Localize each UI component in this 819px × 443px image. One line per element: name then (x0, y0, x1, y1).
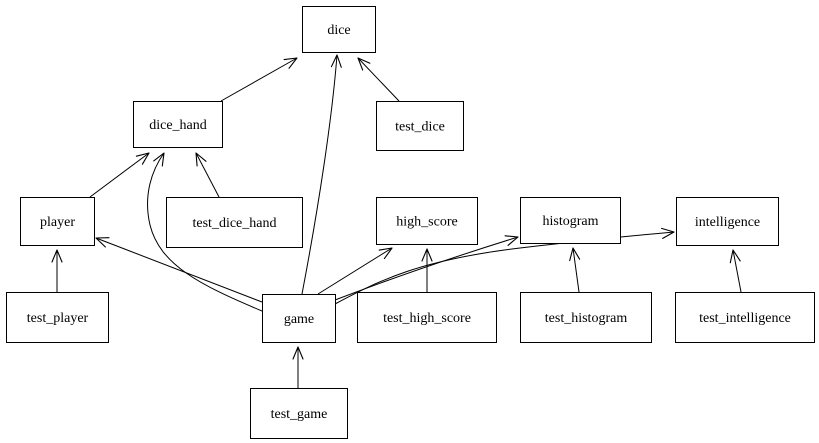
node-label: intelligence (695, 215, 760, 230)
node-test-player: test_player (6, 292, 109, 343)
node-box (262, 294, 336, 343)
node-box (676, 197, 779, 246)
edge-game-to-histogram (334, 235, 519, 301)
edge-test_game-to-game (292, 346, 304, 388)
node-label: game (284, 312, 314, 327)
node-box (376, 197, 478, 245)
node-label: high_score (396, 215, 457, 230)
node-intelligence: intelligence (676, 197, 779, 246)
arrow-head-icon (135, 152, 150, 165)
arrow-head-icon (729, 249, 741, 264)
edge-line (317, 247, 393, 295)
node-box (133, 101, 223, 148)
node-test-game: test_game (250, 388, 348, 439)
node-box (675, 292, 815, 343)
node-label: test_histogram (545, 311, 628, 326)
edge-test_dice_hand-to-dice_hand (195, 152, 220, 198)
node-box (166, 197, 303, 248)
node-label: test_player (27, 311, 89, 326)
node-box (20, 197, 95, 246)
edge-line (220, 57, 298, 102)
arrow-head-icon (421, 248, 433, 262)
node-box (6, 292, 109, 343)
edge-game-to-player (95, 237, 263, 303)
edge-game-to-high_score (317, 247, 393, 295)
edge-player-to-dice_hand (89, 152, 150, 198)
arrow-head-icon (283, 57, 298, 69)
edge-test_intelligence-to-intelligence (729, 249, 742, 293)
node-box (376, 101, 464, 151)
node-dice-hand: dice_hand (133, 101, 223, 148)
edge-line (334, 231, 675, 305)
edge-line (572, 247, 580, 293)
arrow-head-icon (330, 54, 342, 68)
edge-line (301, 54, 338, 295)
node-box (520, 292, 652, 343)
edge-game-to-dice_hand (147, 152, 263, 312)
node-label: test_dice (395, 120, 445, 135)
node-test-intelligence: test_intelligence (675, 292, 815, 343)
node-box (357, 292, 497, 343)
node-label: dice (327, 23, 350, 38)
edge-line (147, 152, 263, 312)
arrow-head-icon (195, 152, 207, 167)
node-label: histogram (543, 214, 599, 229)
node-test-high-score: test_high_score (357, 292, 497, 343)
arrow-head-icon (378, 247, 393, 260)
arrow-head-icon (153, 152, 165, 167)
edge-line (357, 57, 400, 102)
edge-line (195, 152, 220, 198)
arrow-head-icon (660, 227, 675, 239)
arrow-head-icon (569, 247, 581, 262)
node-game: game (262, 294, 336, 343)
node-dice: dice (302, 6, 376, 53)
edge-test_high_score-to-high_score (421, 248, 433, 292)
node-label: test_high_score (383, 311, 471, 326)
node-player: player (20, 197, 95, 246)
edge-test_histogram-to-histogram (569, 247, 581, 293)
edge-line (95, 237, 263, 303)
node-label: test_game (271, 407, 328, 422)
arrow-head-icon (357, 57, 371, 71)
node-label: test_intelligence (699, 311, 791, 326)
edge-game-to-intelligence (334, 227, 675, 305)
node-box (250, 388, 348, 439)
edge-line (732, 249, 742, 293)
node-test-dice-hand: test_dice_hand (166, 197, 303, 248)
edge-test_player-to-player (51, 249, 63, 292)
node-test-histogram: test_histogram (520, 292, 652, 343)
node-high-score: high_score (376, 197, 478, 245)
edge-line (89, 152, 150, 198)
edge-game-to-dice (301, 54, 342, 295)
arrow-head-icon (51, 249, 63, 263)
edge-line (334, 236, 519, 301)
edge-test_dice-to-dice (357, 57, 400, 102)
arrow-head-icon (95, 237, 110, 248)
edge-dice_hand-to-dice (220, 57, 298, 102)
arrow-head-icon (292, 346, 304, 360)
node-test-dice: test_dice (376, 101, 464, 151)
arrow-head-icon (504, 235, 519, 246)
node-label: dice_hand (149, 118, 207, 133)
node-label: test_dice_hand (193, 216, 277, 231)
node-box (520, 197, 621, 244)
edges-layer (51, 54, 742, 388)
node-box (302, 6, 376, 53)
node-histogram: histogram (520, 197, 621, 244)
node-label: player (40, 215, 75, 230)
